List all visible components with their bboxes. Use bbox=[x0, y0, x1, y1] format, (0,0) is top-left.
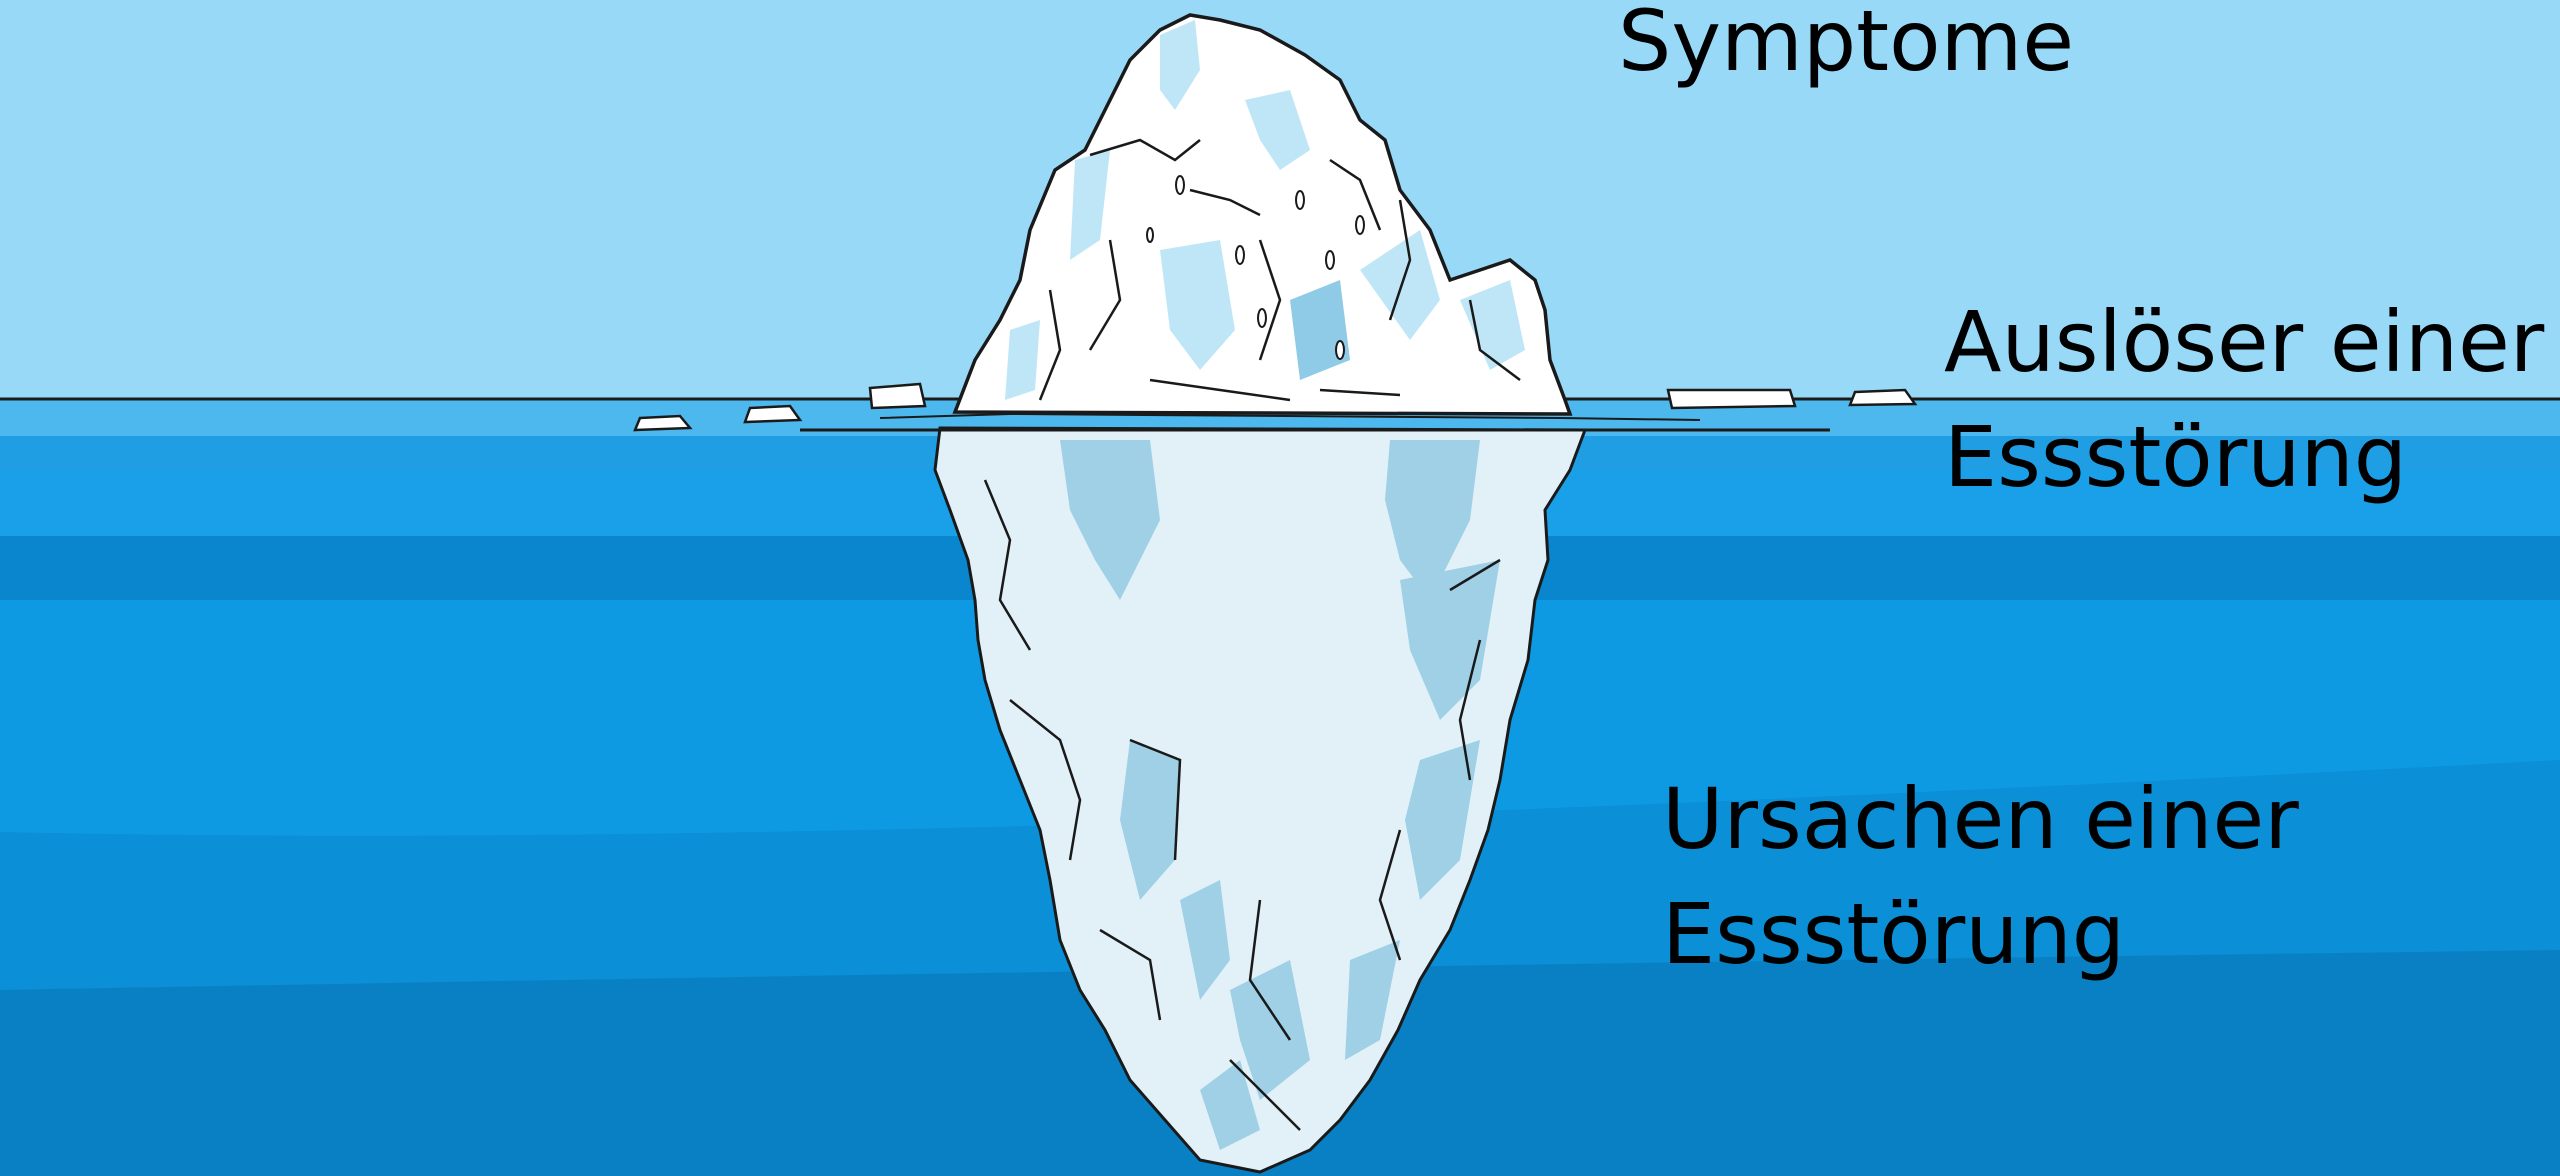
ice-floe-4 bbox=[1668, 390, 1795, 408]
ice-floe-2 bbox=[745, 406, 800, 422]
above-shadow-7 bbox=[1005, 320, 1040, 400]
ice-floe-1 bbox=[870, 384, 925, 408]
symptome-text: Symptome bbox=[1618, 0, 2074, 99]
ursachen-line-1: Ursachen einer bbox=[1662, 762, 2299, 877]
ausloeser-line-2: Essstörung bbox=[1944, 400, 2544, 515]
ausloeser-line-1: Auslöser einer bbox=[1944, 285, 2544, 400]
label-ausloeser: Auslöser einer Essstörung bbox=[1944, 285, 2544, 515]
label-ursachen: Ursachen einer Essstörung bbox=[1662, 762, 2299, 992]
ursachen-line-2: Essstörung bbox=[1662, 877, 2299, 992]
ice-floe-3 bbox=[635, 416, 690, 430]
label-symptome: Symptome bbox=[1618, 0, 2074, 99]
ice-floe-5 bbox=[1850, 390, 1915, 405]
